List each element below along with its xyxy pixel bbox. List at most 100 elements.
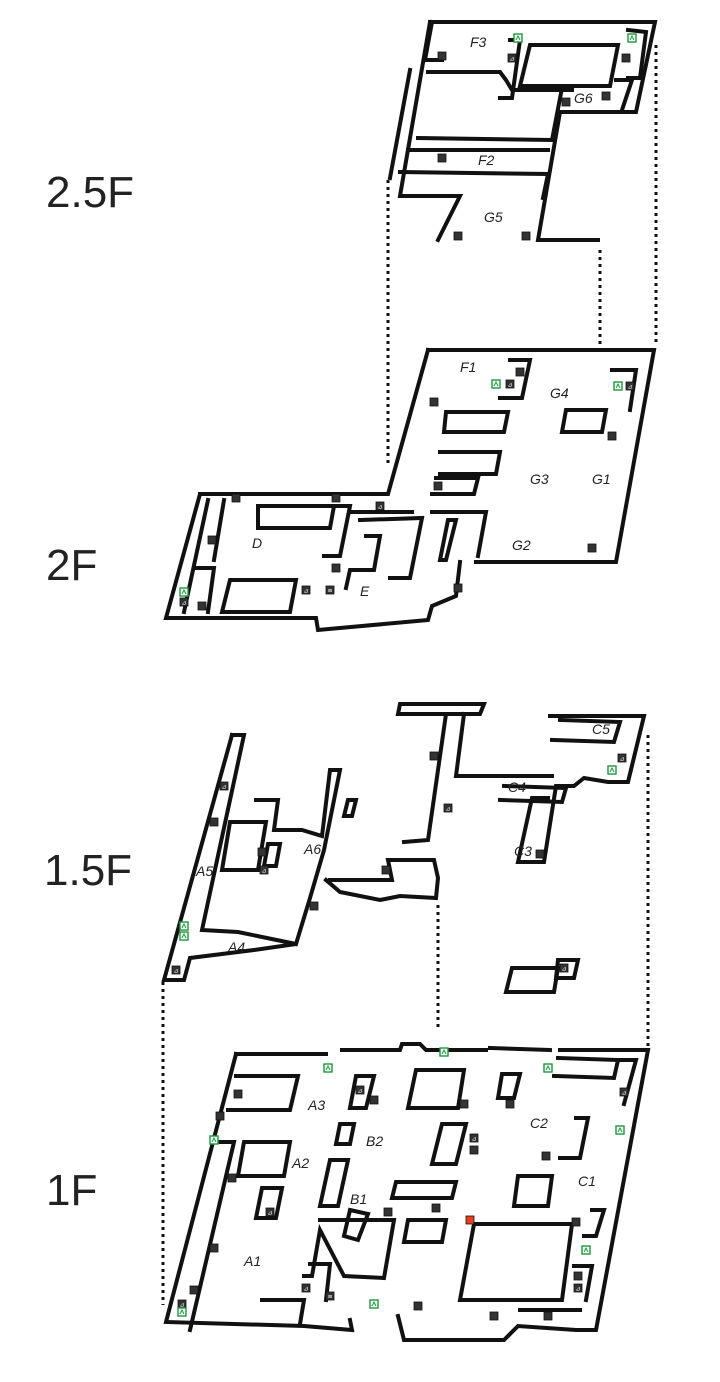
fire-extinguisher-icon bbox=[331, 493, 341, 503]
floor-label-2-5f: 2.5F bbox=[46, 168, 134, 217]
zone-label-g2: G2 bbox=[512, 537, 531, 553]
wall bbox=[260, 1298, 582, 1327]
wall bbox=[219, 820, 269, 872]
fire-extinguisher-icon bbox=[431, 1203, 441, 1213]
fire-extinguisher-icon-box bbox=[437, 51, 447, 61]
fire-extinguisher-icon-box bbox=[431, 1203, 441, 1213]
wall bbox=[515, 714, 647, 864]
stair-icon-glyph: ⊿ bbox=[303, 588, 308, 595]
fire-extinguisher-icon bbox=[381, 865, 391, 875]
fire-extinguisher-icon-box bbox=[207, 535, 217, 545]
exit-sign-icon-box bbox=[179, 931, 189, 941]
exit-sign-icon-glyph bbox=[371, 1300, 377, 1307]
exit-sign-icon bbox=[179, 921, 189, 931]
stair-icon-box bbox=[265, 1207, 275, 1217]
fire-extinguisher-icon-box bbox=[505, 1099, 515, 1109]
exit-sign-icon-box bbox=[613, 381, 623, 391]
elevator-icon-box bbox=[325, 585, 335, 595]
wall bbox=[261, 842, 283, 868]
stair-icon: ⊿ bbox=[179, 597, 189, 607]
exit-sign-icon-glyph bbox=[515, 34, 521, 41]
wall bbox=[219, 578, 299, 614]
fire-extinguisher-icon-box bbox=[227, 1173, 237, 1183]
fire-extinguisher-icon-box bbox=[233, 1089, 243, 1099]
elevator-icon-glyph: ≡ bbox=[327, 1294, 332, 1301]
stair-icon: ⊿ bbox=[559, 963, 569, 973]
stair-icon-glyph: ⊿ bbox=[507, 382, 512, 389]
exit-sign-icon bbox=[607, 765, 617, 775]
fire-extinguisher-icon-box bbox=[413, 1301, 423, 1311]
wall-outline bbox=[163, 347, 657, 633]
stair-icon-box bbox=[301, 1283, 311, 1293]
fire-extinguisher-icon bbox=[437, 153, 447, 163]
fire-extinguisher-icon bbox=[515, 367, 525, 377]
zone-labels: F3 G6 F2 G5 F1 G4 G3 G1 D G2 E C5 C4 A6 … bbox=[195, 34, 611, 1269]
stair-icon-box bbox=[619, 1087, 629, 1097]
fire-extinguisher-icon-box bbox=[607, 431, 617, 441]
floor-connectors bbox=[161, 45, 658, 1305]
stair-icon-glyph: ⊿ bbox=[627, 384, 632, 391]
wall bbox=[395, 702, 487, 716]
exit-sign-icon bbox=[613, 381, 623, 391]
fire-extinguisher-icon bbox=[215, 1111, 225, 1121]
exit-sign-icon-glyph bbox=[211, 1136, 217, 1143]
fire-extinguisher-icon-box bbox=[573, 1271, 583, 1281]
fire-extinguisher-icon bbox=[257, 847, 267, 857]
fire-extinguisher-icon-box bbox=[369, 1095, 379, 1105]
stair-icon-glyph: ⊿ bbox=[173, 968, 178, 975]
fire-extinguisher-icon bbox=[189, 1285, 199, 1295]
stair-icon: ⊿ bbox=[375, 501, 385, 511]
stair-icon-box bbox=[443, 803, 453, 813]
stair-icon-box bbox=[179, 597, 189, 607]
floor-label-2f: 2F bbox=[46, 541, 97, 590]
wall bbox=[497, 783, 569, 805]
wall bbox=[350, 510, 489, 559]
stair-icon: ⊿ bbox=[507, 53, 517, 63]
exit-sign-icon-box bbox=[607, 765, 617, 775]
stair-icon-glyph: ⊿ bbox=[445, 806, 450, 813]
stair-icon: ⊿ bbox=[301, 1283, 311, 1293]
stair-icon: ⊿ bbox=[259, 865, 269, 875]
fire-extinguisher-icon-box bbox=[535, 849, 545, 859]
fire-extinguisher-icon bbox=[541, 1151, 551, 1161]
wall bbox=[503, 966, 561, 994]
zone-label-f3: F3 bbox=[470, 34, 487, 50]
wall bbox=[317, 1158, 351, 1208]
wall bbox=[389, 1180, 459, 1200]
fire-extinguisher-icon-box bbox=[433, 481, 443, 491]
zone-label-g6: G6 bbox=[574, 90, 593, 106]
wall bbox=[429, 1122, 469, 1166]
fire-extinguisher-icon-box bbox=[571, 1217, 581, 1227]
fire-extinguisher-icon bbox=[197, 601, 207, 611]
you-are-here-icon-box bbox=[465, 1215, 475, 1225]
stair-icon: ⊿ bbox=[505, 379, 515, 389]
fire-extinguisher-icon bbox=[469, 1145, 479, 1155]
stair-icon-box bbox=[625, 381, 635, 391]
wall bbox=[415, 70, 574, 143]
exit-sign-icon-glyph bbox=[493, 380, 499, 387]
fire-extinguisher-icon bbox=[607, 431, 617, 441]
exit-sign-icon-glyph bbox=[545, 1064, 551, 1071]
fire-extinguisher-icon bbox=[543, 1311, 553, 1321]
stair-icon-glyph: ⊿ bbox=[261, 868, 266, 875]
fire-extinguisher-icon bbox=[227, 1173, 237, 1183]
wall bbox=[551, 1055, 621, 1081]
stair-icon: ⊿ bbox=[219, 781, 229, 791]
fire-extinguisher-icon-box bbox=[469, 1145, 479, 1155]
stair-icon-box bbox=[375, 501, 385, 511]
exit-sign-icon-box bbox=[627, 33, 637, 43]
fire-extinguisher-icon bbox=[587, 543, 597, 553]
stair-icon: ⊿ bbox=[355, 1085, 365, 1095]
fire-extinguisher-icon bbox=[429, 397, 439, 407]
exit-sign-icon-glyph bbox=[615, 382, 621, 389]
wall-outline bbox=[397, 19, 658, 243]
fire-extinguisher-icon bbox=[433, 481, 443, 491]
stair-icon-box bbox=[617, 753, 627, 763]
exit-sign-icon-box bbox=[323, 1063, 333, 1073]
floor-plan-2f bbox=[163, 347, 657, 633]
exit-sign-icon-box bbox=[491, 379, 501, 389]
stair-icon-box bbox=[301, 585, 311, 595]
fire-extinguisher-icon bbox=[453, 583, 463, 593]
wall bbox=[553, 958, 581, 980]
